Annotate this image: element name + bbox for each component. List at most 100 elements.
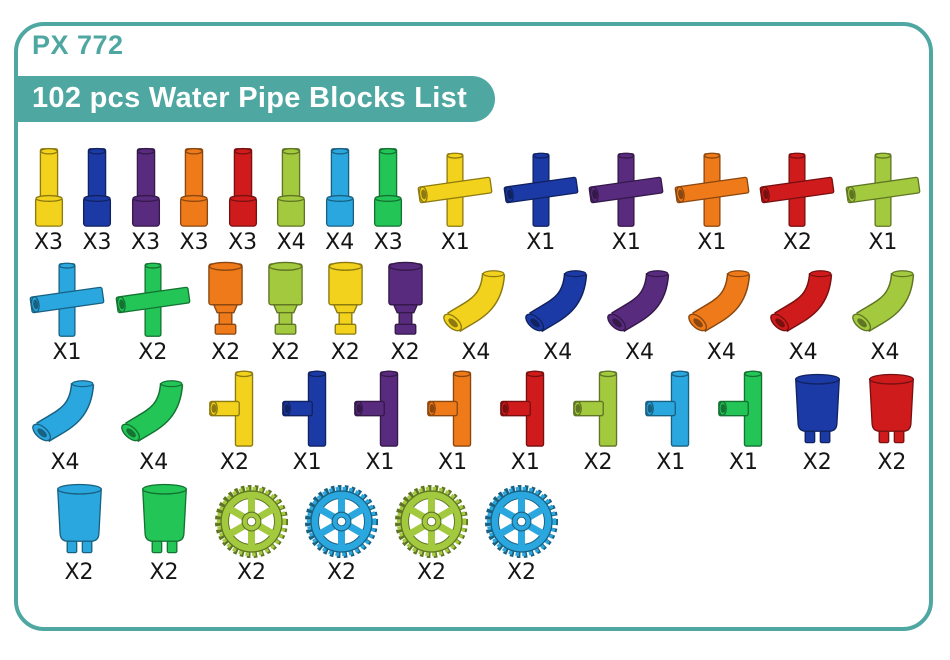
elbow-icon bbox=[438, 261, 514, 339]
quantity-label: X3 bbox=[82, 230, 112, 255]
block-elbow-orange: X4 bbox=[681, 261, 761, 366]
quantity-label: X1 bbox=[365, 450, 395, 475]
quantity-label: X2 bbox=[416, 560, 447, 585]
tee-icon bbox=[715, 369, 772, 449]
quantity-label: X4 bbox=[706, 340, 736, 365]
block-elbow-lime: X4 bbox=[845, 261, 925, 366]
quantity-label: X4 bbox=[276, 230, 306, 255]
quantity-label: X1 bbox=[611, 230, 641, 255]
cross-pipe-icon bbox=[673, 151, 751, 229]
quantity-label: X4 bbox=[788, 340, 818, 365]
page-title-text: 102 pcs Water Pipe Blocks List bbox=[32, 81, 468, 114]
block-funnel-purple: X2 bbox=[376, 259, 434, 366]
quantity-label: X2 bbox=[877, 450, 907, 475]
block-cross-pipe-lightblue: X1 bbox=[25, 261, 109, 366]
quantity-label: X2 bbox=[270, 340, 300, 365]
block-cross-pipe-lime: X1 bbox=[841, 151, 925, 256]
block-tee-orange: X1 bbox=[421, 369, 485, 476]
elbow-icon bbox=[683, 261, 759, 339]
block-tee-green: X1 bbox=[711, 369, 775, 476]
quantity-label: X1 bbox=[440, 230, 470, 255]
quantity-label: X1 bbox=[510, 450, 540, 475]
block-cross-pipe-orange: X1 bbox=[670, 151, 754, 256]
tee-icon bbox=[279, 369, 336, 449]
straight-pipe-icon bbox=[319, 145, 361, 229]
quantity-label: X1 bbox=[292, 450, 322, 475]
quantity-label: X1 bbox=[438, 450, 468, 475]
quantity-label: X3 bbox=[33, 230, 64, 255]
block-gear-lime: X2 bbox=[207, 484, 296, 586]
block-straight-pipe-orange: X3 bbox=[171, 145, 218, 256]
block-elbow-blue: X4 bbox=[518, 261, 598, 366]
block-gear-lime: X2 bbox=[387, 484, 476, 586]
model-code: PX 772 bbox=[32, 30, 124, 60]
block-bucket-blue: X2 bbox=[784, 370, 850, 476]
straight-pipe-icon bbox=[222, 145, 264, 229]
quantity-label: X3 bbox=[131, 230, 161, 255]
block-cross-pipe-purple: X1 bbox=[584, 151, 668, 256]
straight-pipe-icon bbox=[270, 145, 312, 229]
quantity-label: X4 bbox=[624, 340, 655, 365]
quantity-label: X4 bbox=[325, 230, 355, 255]
block-elbow-red: X4 bbox=[763, 261, 843, 366]
bucket-icon bbox=[865, 370, 918, 449]
quantity-label: X1 bbox=[868, 230, 898, 255]
elbow-icon bbox=[27, 371, 103, 449]
quantity-label: X2 bbox=[506, 560, 537, 585]
quantity-label: X2 bbox=[211, 340, 241, 365]
quantity-label: X2 bbox=[236, 560, 267, 585]
block-cross-pipe-yellow: X1 bbox=[413, 151, 497, 256]
block-tee-lime: X2 bbox=[566, 369, 630, 476]
straight-pipe-icon bbox=[367, 145, 409, 229]
blocks-row-1: X3 X3 X3 X3 X3 bbox=[25, 147, 925, 256]
quantity-label: X1 bbox=[52, 340, 82, 365]
block-elbow-green: X4 bbox=[114, 371, 194, 476]
block-bucket-red: X2 bbox=[859, 370, 925, 476]
quantity-label: X2 bbox=[149, 560, 179, 585]
block-bucket-lightblue: X2 bbox=[37, 480, 121, 586]
page-title: 102 pcs Water Pipe Blocks List bbox=[14, 76, 496, 122]
block-tee-blue: X1 bbox=[275, 369, 339, 476]
quantity-label: X2 bbox=[782, 230, 812, 255]
funnel-icon bbox=[322, 259, 369, 339]
block-funnel-yellow: X2 bbox=[316, 259, 374, 366]
quantity-label: X1 bbox=[728, 450, 758, 475]
bucket-icon bbox=[791, 370, 844, 449]
block-elbow-yellow: X4 bbox=[436, 261, 516, 366]
quantity-label: X2 bbox=[138, 340, 168, 365]
block-tee-purple: X1 bbox=[348, 369, 412, 476]
block-cross-pipe-red: X2 bbox=[755, 151, 839, 256]
tee-icon bbox=[424, 369, 481, 449]
elbow-icon bbox=[520, 261, 596, 339]
quantity-label: X4 bbox=[50, 450, 80, 475]
tee-icon bbox=[642, 369, 699, 449]
cross-pipe-icon bbox=[114, 261, 192, 339]
quantity-label: X1 bbox=[656, 450, 686, 475]
quantity-label: X4 bbox=[870, 340, 900, 365]
quantity-label: X2 bbox=[390, 340, 420, 365]
block-tee-red: X1 bbox=[493, 369, 557, 476]
block-cross-pipe-blue: X1 bbox=[499, 151, 583, 256]
cross-pipe-icon bbox=[28, 261, 106, 339]
funnel-icon bbox=[382, 259, 429, 339]
quantity-label: X4 bbox=[461, 340, 491, 365]
block-straight-pipe-purple: X3 bbox=[122, 145, 169, 256]
elbow-icon bbox=[765, 261, 841, 339]
block-straight-pipe-green: X3 bbox=[365, 145, 412, 256]
quantity-label: X2 bbox=[330, 340, 360, 365]
block-straight-pipe-yellow: X3 bbox=[25, 145, 72, 256]
quantity-label: X3 bbox=[373, 230, 403, 255]
quantity-label: X2 bbox=[802, 450, 832, 475]
quantity-label: X1 bbox=[697, 230, 727, 255]
cross-pipe-icon bbox=[416, 151, 494, 229]
block-funnel-orange: X2 bbox=[197, 259, 255, 366]
block-gear-lightblue: X2 bbox=[477, 484, 566, 586]
straight-pipe-icon bbox=[76, 145, 118, 229]
quantity-label: X2 bbox=[64, 560, 94, 585]
gear-icon bbox=[394, 484, 469, 559]
block-cross-pipe-green: X2 bbox=[111, 261, 195, 366]
tee-icon bbox=[570, 369, 627, 449]
block-straight-pipe-red: X3 bbox=[219, 145, 266, 256]
blocks-row-3: X4 X4 X2 X1 X1 bbox=[25, 370, 925, 476]
